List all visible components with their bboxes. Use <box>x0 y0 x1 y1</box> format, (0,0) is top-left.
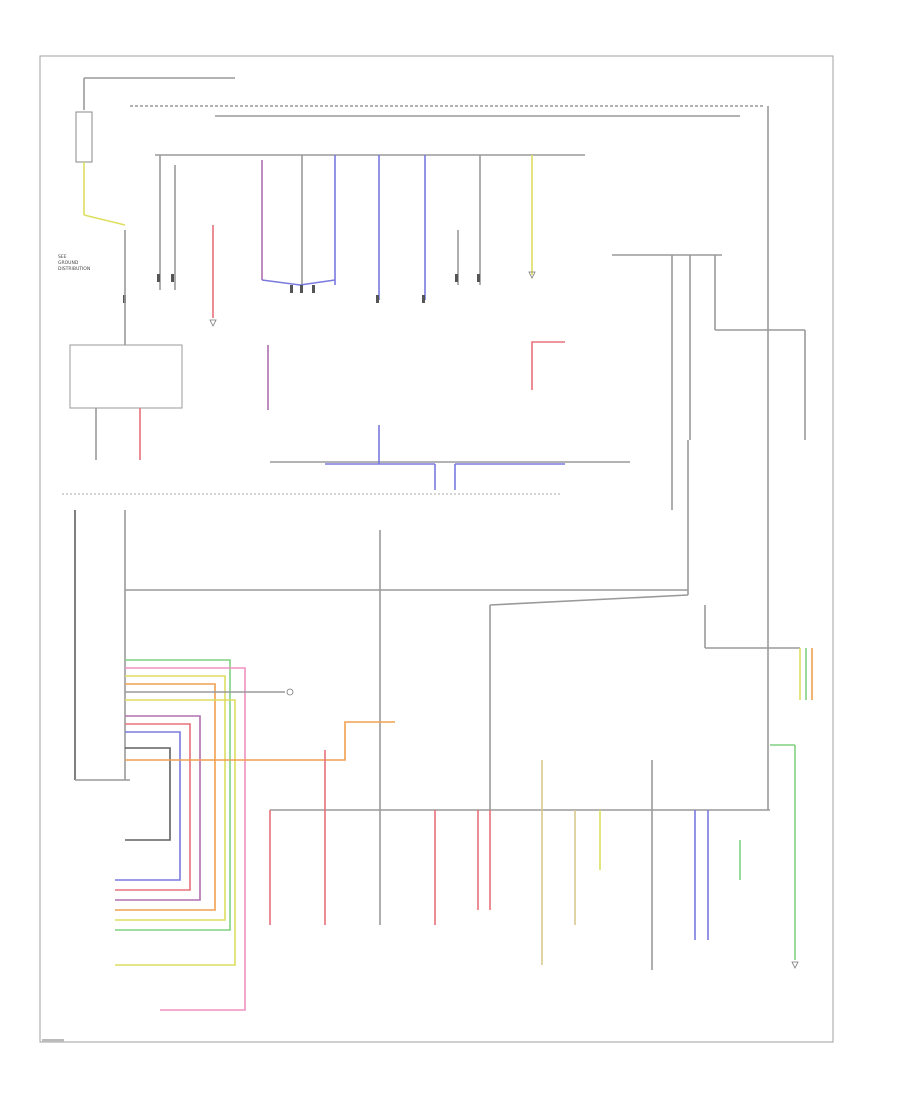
harness-blue-mid <box>261 279 336 286</box>
svg-text:SEE: SEE <box>58 254 67 260</box>
svg-text:GROUND: GROUND <box>58 260 79 266</box>
right-connector <box>799 648 813 700</box>
corner-marker <box>42 1039 64 1042</box>
ignition-switch <box>489 254 806 606</box>
red-feed-right <box>531 341 565 390</box>
fuse-drops <box>159 155 533 318</box>
diagram-frame <box>39 55 834 1043</box>
battery-fuse-block: SEE GROUND DISTRIBUTION <box>58 77 235 272</box>
module-box-left <box>69 344 183 409</box>
ecm-body <box>74 510 688 810</box>
ecm-signal-wires <box>115 659 395 1011</box>
ground-symbols <box>209 271 799 969</box>
harness-blue-horizontal <box>270 425 630 490</box>
svg-text:DISTRIBUTION: DISTRIBUTION <box>58 266 90 272</box>
output-drops <box>269 744 796 970</box>
